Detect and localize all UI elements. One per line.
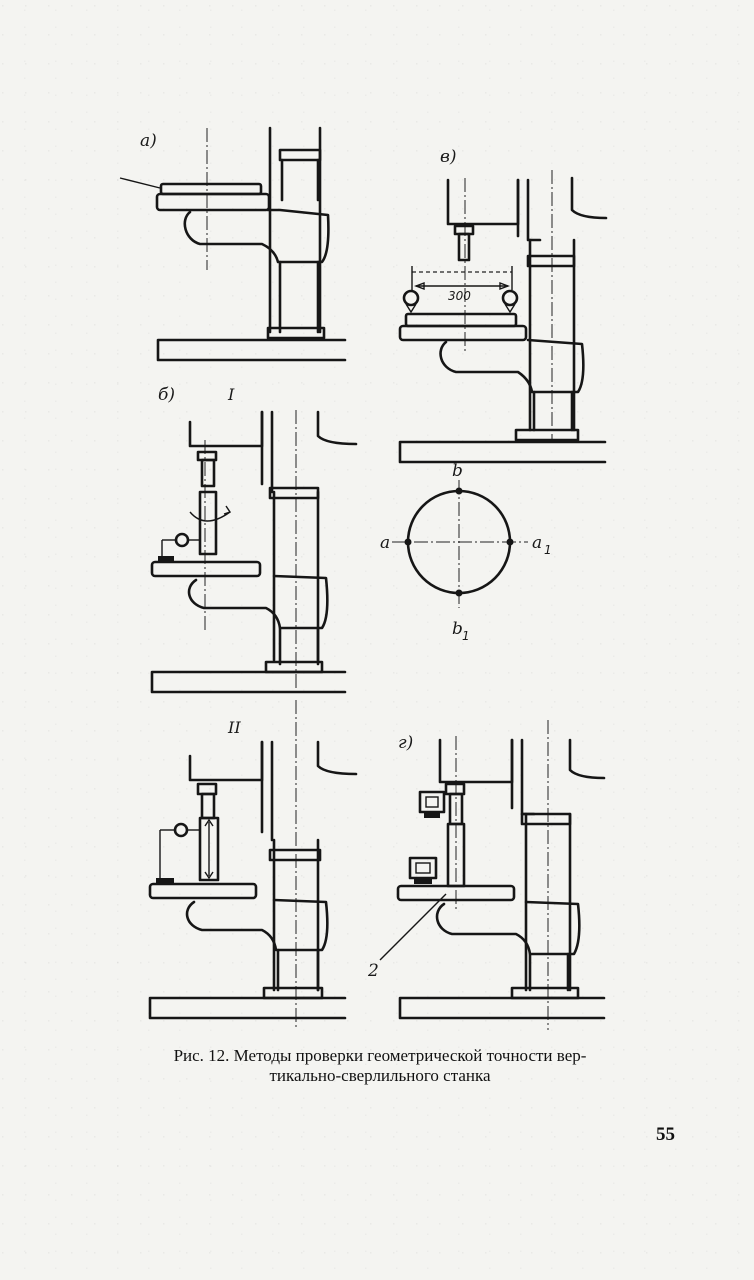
panel-b-II: II <box>148 700 358 1030</box>
point-a1-sub: 1 <box>544 543 552 557</box>
caption-line-2: тикально-сверлильного станка <box>269 1066 491 1085</box>
panel-label-b: б) <box>158 385 175 405</box>
part-number-2: 2 <box>367 961 379 981</box>
level-upper <box>418 790 446 814</box>
panel-label-g: г) <box>398 733 413 753</box>
level-lower <box>408 856 438 880</box>
figure-caption: Рис. 12. Методы проверки геометрической … <box>100 1046 660 1086</box>
point-b1: b <box>452 619 463 639</box>
point-a1: a <box>532 533 542 553</box>
dial-indicator-left <box>402 289 420 307</box>
dial-indicator-I <box>174 532 190 548</box>
dial-indicator-II <box>173 822 189 838</box>
test-mandrel-II <box>198 816 220 882</box>
dimension-300: 300 <box>448 289 471 303</box>
test-mandrel-I <box>198 490 218 556</box>
figure-12-drawing: а) в) <box>119 126 608 1030</box>
sub-label-I: I <box>227 385 235 404</box>
panel-v: в) 300 <box>398 147 608 464</box>
circle-diagram: b a a 1 b 1 <box>380 461 552 643</box>
caption-line-1: Рис. 12. Методы проверки геометрической … <box>173 1046 587 1065</box>
panel-label-v: в) <box>440 147 457 167</box>
page-number: 55 <box>656 1124 675 1145</box>
panel-g: г) 2 <box>367 720 606 1030</box>
dial-indicator-right <box>501 289 519 307</box>
point-a: a <box>380 533 390 553</box>
panel-a: а) <box>119 126 347 362</box>
sub-label-II: II <box>227 718 241 737</box>
panel-b-I: б) I <box>150 385 358 694</box>
point-b: b <box>452 461 463 481</box>
panel-label-a: а) <box>140 131 157 151</box>
work-table <box>159 182 263 196</box>
point-b1-sub: 1 <box>462 629 470 643</box>
